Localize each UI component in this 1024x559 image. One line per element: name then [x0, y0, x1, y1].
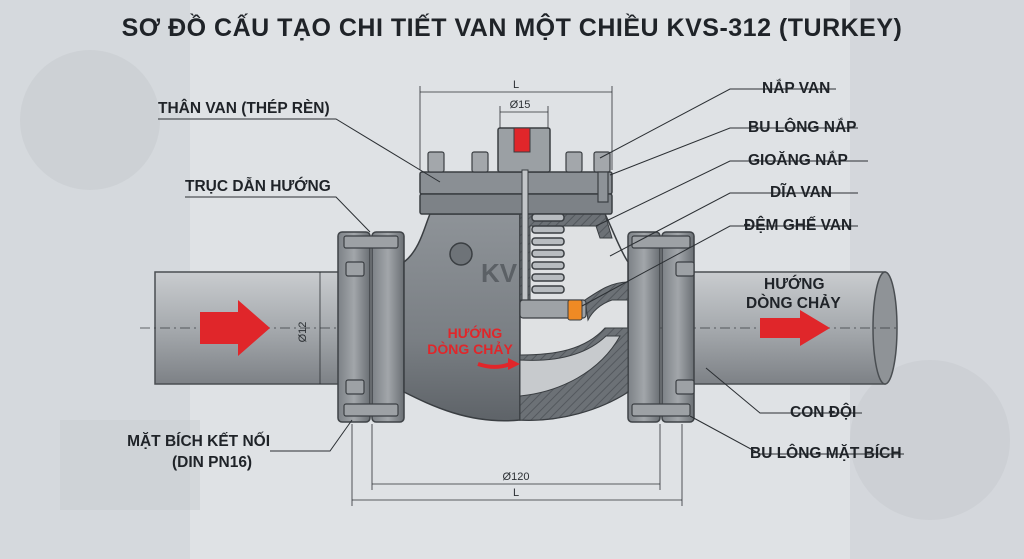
- right-flange-inner: [627, 231, 661, 423]
- label-disc: DĨA VAN: [770, 184, 832, 201]
- inlet-flow-arrow: [200, 300, 270, 356]
- right-flange-outer: [661, 231, 695, 423]
- inner-flow-label-line2: DÒNG CHẢY: [427, 340, 513, 357]
- label-seat: ĐỆM GHẾ VAN: [744, 217, 853, 234]
- bonnet-bolts: [427, 151, 611, 203]
- diagram-title: SƠ ĐỒ CẤU TẠO CHI TIẾT VAN MỘT CHIỀU KVS…: [121, 14, 903, 42]
- valve-seat: [567, 299, 583, 321]
- stem-dia-text: Ø15: [510, 99, 531, 111]
- bottom-dimensions: [351, 424, 683, 506]
- valve-body: [403, 213, 521, 422]
- label-flow-right-line2: DÒNG CHẢY: [746, 295, 841, 312]
- label-flange-line2: (DIN PN16): [172, 454, 253, 471]
- label-flange-bolt: BU LÔNG MẶT BÍCH: [750, 445, 902, 462]
- guide-shaft: [521, 169, 529, 311]
- body-mark: KV: [481, 258, 518, 288]
- left-flange-outer: [337, 231, 371, 423]
- bottom-length-text: L: [513, 487, 519, 499]
- inner-flow-arrow: [477, 362, 511, 369]
- left-flange-inner: [371, 231, 405, 423]
- leader-lines: [158, 88, 904, 455]
- label-nut: CON ĐỘI: [790, 404, 857, 421]
- label-flange-line1: MẶT BÍCH KẾT NỐI: [127, 433, 270, 450]
- bonnet: [419, 171, 613, 195]
- inner-flow-label-line1: HƯỚNG: [448, 324, 503, 341]
- label-bonnet: NẮP VAN: [762, 80, 831, 97]
- label-body: THÂN VAN (THÉP RÈN): [158, 100, 330, 117]
- top-length-text: L: [513, 79, 519, 91]
- stem-indicator: [513, 127, 531, 153]
- label-bonnet-bolt: BU LÔNG NẮP: [748, 119, 857, 136]
- pipe-dia-text: Ø12: [297, 322, 309, 343]
- top-length-dimension: [419, 86, 613, 170]
- flange-dia-text: Ø120: [503, 471, 530, 483]
- label-flow-right-line1: HƯỚNG: [764, 276, 825, 293]
- label-bonnet-gasket: GIOĂNG NẮP: [748, 152, 848, 169]
- outlet-flow-arrow: [760, 310, 830, 346]
- label-guide-shaft: TRỤC DẪN HƯỚNG: [185, 178, 331, 195]
- flange-bolts: [343, 235, 695, 417]
- spring: [531, 213, 565, 294]
